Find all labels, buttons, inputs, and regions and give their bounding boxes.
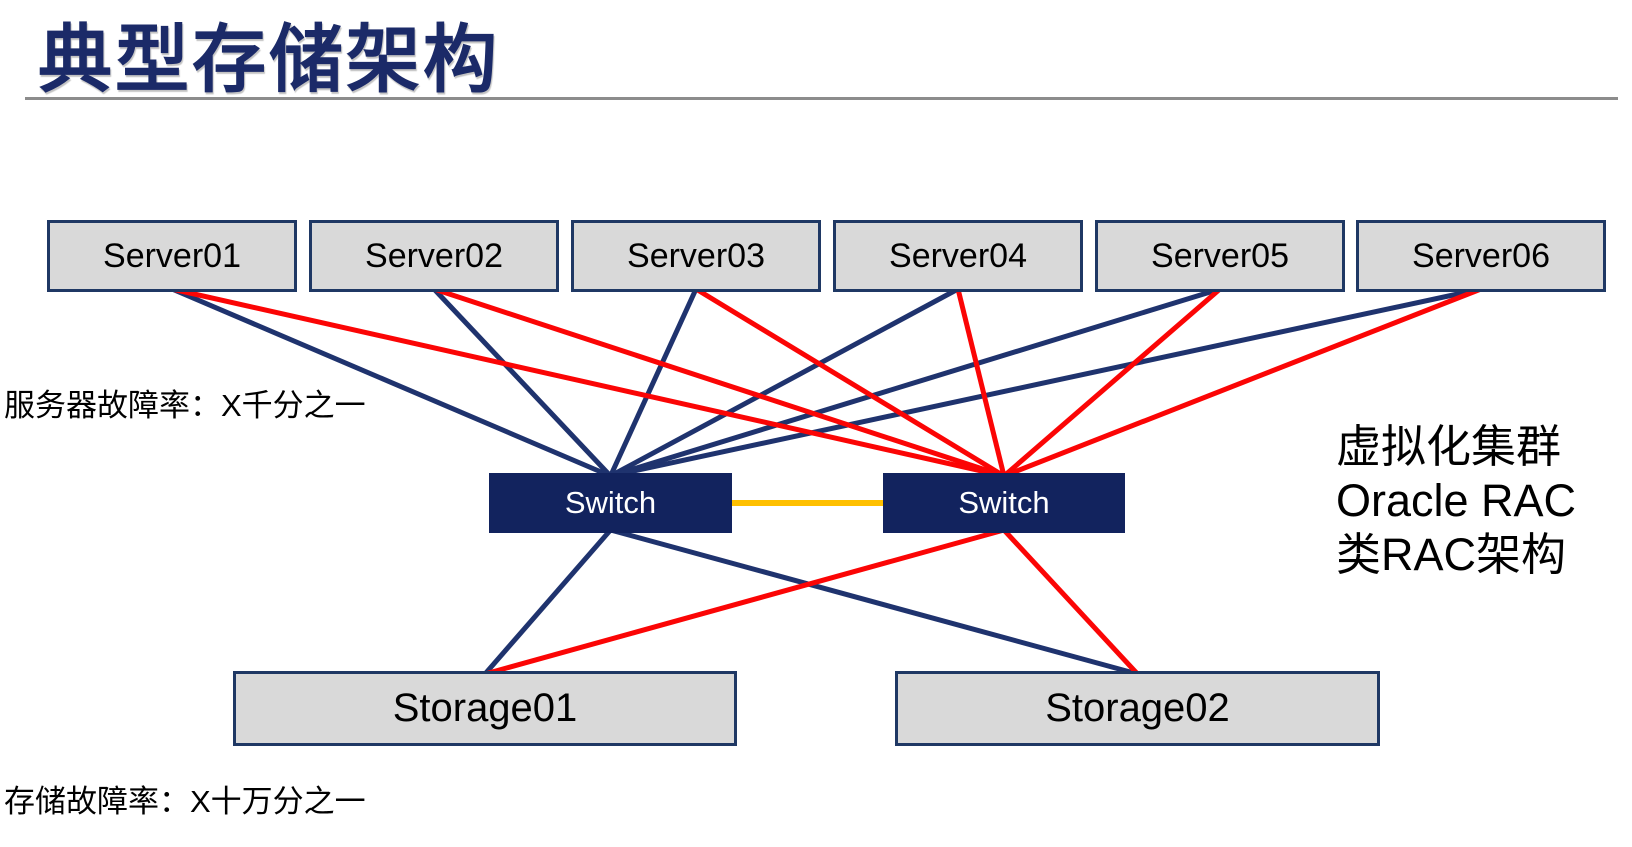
node-storage02-label: Storage02: [1045, 686, 1230, 730]
server-failure-rate-label: 服务器故障率：X千分之一: [4, 388, 366, 423]
node-switch-right-label: Switch: [958, 485, 1050, 520]
side-note: 虚拟化集群 Oracle RAC 类RAC架构: [1336, 420, 1576, 582]
connection-server06-switch-a: [609, 286, 1482, 479]
node-server02-label: Server02: [365, 236, 503, 275]
node-server05: Server05: [1095, 220, 1345, 292]
storage-failure-rate-label: 存储故障率：X十万分之一: [4, 784, 366, 819]
node-server02: Server02: [309, 220, 559, 292]
connection-server04-switch-b: [955, 288, 1007, 477]
page-title: 典型存储架构: [38, 18, 500, 101]
node-storage02: Storage02: [895, 671, 1380, 746]
node-switch-left: Switch: [489, 473, 732, 533]
title-divider: [25, 97, 1618, 100]
side-note-line-3: 类RAC架构: [1336, 529, 1567, 580]
side-note-line-1: 虚拟化集群: [1336, 421, 1562, 472]
connection-server06-switch-b: [1003, 286, 1482, 479]
connection-server02-switch-b: [433, 286, 1005, 479]
side-note-line-2: Oracle RAC: [1336, 475, 1577, 526]
connection-switch-b-storage02: [1002, 528, 1140, 676]
connection-server04-switch-a: [609, 286, 960, 479]
node-server05-label: Server05: [1151, 236, 1289, 275]
node-server04: Server04: [833, 220, 1083, 292]
node-server06-label: Server06: [1412, 236, 1550, 275]
connection-server02-switch-a: [432, 287, 613, 478]
node-switch-right: Switch: [883, 473, 1125, 533]
connection-server03-switch-a: [608, 287, 699, 478]
connection-server03-switch-b: [694, 286, 1006, 479]
node-storage01: Storage01: [233, 671, 737, 746]
connection-switch-a-storage01: [483, 528, 613, 676]
connection-server05-switch-a: [609, 286, 1221, 479]
node-server01-label: Server01: [103, 236, 241, 275]
node-server06: Server06: [1356, 220, 1606, 292]
node-server03-label: Server03: [627, 236, 765, 275]
connection-server01-switch-b: [171, 286, 1005, 479]
node-storage01-label: Storage01: [392, 686, 578, 730]
node-server01: Server01: [47, 220, 297, 292]
connection-server01-switch-a: [171, 286, 612, 479]
node-server04-label: Server04: [889, 236, 1027, 275]
connection-server05-switch-b: [1002, 287, 1222, 478]
connection-switch-b-storage01: [484, 527, 1005, 677]
connection-switch-a-storage02: [609, 527, 1139, 677]
node-server03: Server03: [571, 220, 821, 292]
node-switch-left-label: Switch: [564, 485, 657, 520]
